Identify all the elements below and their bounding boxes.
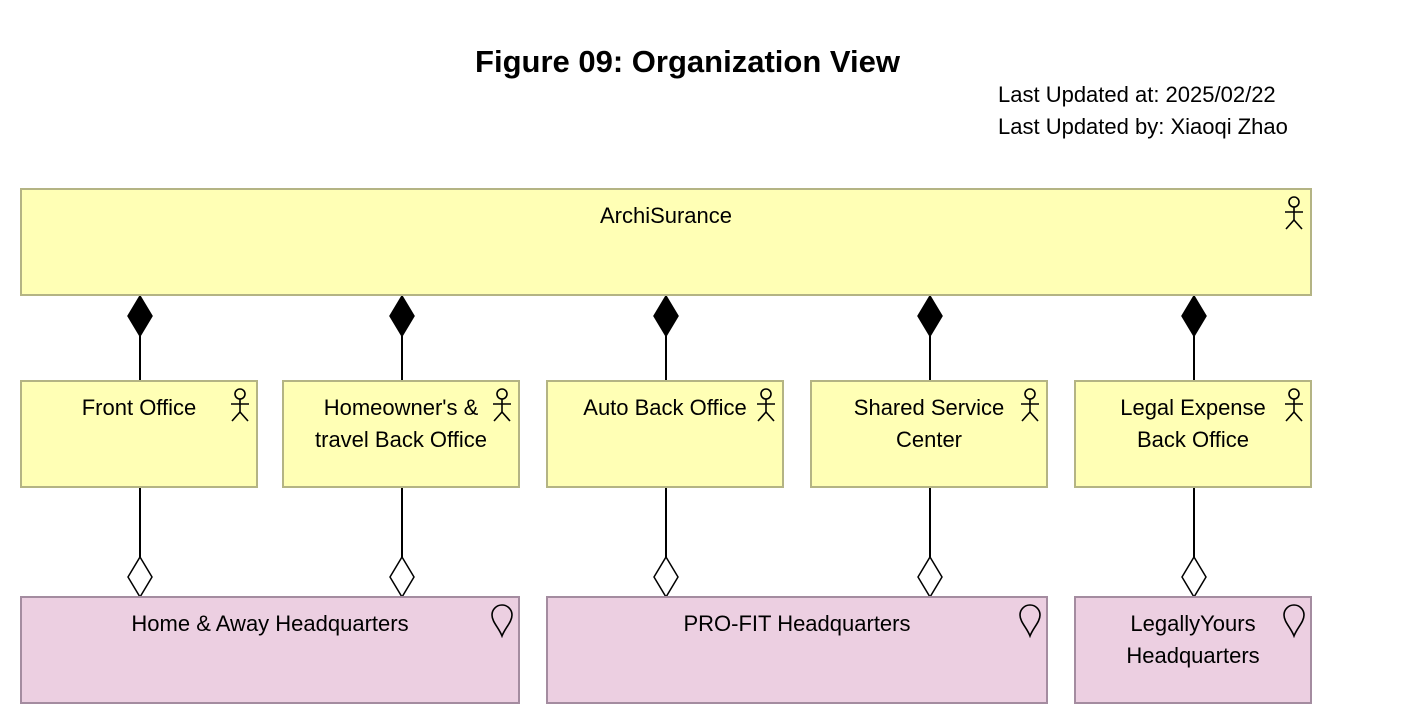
- actor-front-office[interactable]: Front Office: [20, 380, 258, 488]
- location-pin-icon: [1019, 604, 1041, 638]
- actor-label: Legal Expense Back Office: [1120, 395, 1266, 452]
- actor-icon: [757, 388, 775, 422]
- aggregation-connector-legal-expense[interactable]: [1181, 487, 1207, 599]
- actor-icon: [1021, 388, 1039, 422]
- actor-label: ArchiSurance: [599, 203, 733, 228]
- composition-diamond-icon: [127, 294, 153, 338]
- diagram-title: Figure 09: Organization View: [475, 44, 900, 79]
- aggregation-diamond-icon: [1181, 555, 1207, 599]
- actor-label: Front Office: [81, 395, 197, 420]
- aggregation-diamond-icon: [653, 555, 679, 599]
- composition-connector-front-office[interactable]: [127, 294, 153, 381]
- actor-legal-expense-back-office[interactable]: Legal Expense Back Office: [1074, 380, 1312, 488]
- aggregation-connector-homeowners-office[interactable]: [389, 487, 415, 599]
- actor-icon: [231, 388, 249, 422]
- composition-connector-shared-service[interactable]: [917, 294, 943, 381]
- composition-connector-homeowners-office[interactable]: [389, 294, 415, 381]
- composition-diamond-icon: [917, 294, 943, 338]
- actor-homeowners-travel-back-office[interactable]: Homeowner's & travel Back Office: [282, 380, 520, 488]
- aggregation-connector-front-office[interactable]: [127, 487, 153, 599]
- location-home-away-headquarters[interactable]: Home & Away Headquarters: [20, 596, 520, 704]
- location-label: LegallyYours Headquarters: [1126, 611, 1260, 668]
- location-pro-fit-headquarters[interactable]: PRO-FIT Headquarters: [546, 596, 1048, 704]
- actor-shared-service-center[interactable]: Shared Service Center: [810, 380, 1048, 488]
- actor-label: Homeowner's & travel Back Office: [315, 395, 487, 452]
- last-updated-author: Last Updated by: Xiaoqi Zhao: [998, 114, 1288, 139]
- last-updated-date: Last Updated at: 2025/02/22: [998, 82, 1276, 107]
- actor-icon: [493, 388, 511, 422]
- composition-connector-auto-office[interactable]: [653, 294, 679, 381]
- aggregation-connector-shared-service[interactable]: [917, 487, 943, 599]
- actor-icon: [1285, 196, 1303, 230]
- location-label: Home & Away Headquarters: [131, 611, 409, 636]
- aggregation-diamond-icon: [127, 555, 153, 599]
- location-label: PRO-FIT Headquarters: [683, 611, 911, 636]
- actor-archisurance[interactable]: ArchiSurance: [20, 188, 1312, 296]
- location-legallyyours-headquarters[interactable]: LegallyYours Headquarters: [1074, 596, 1312, 704]
- aggregation-diamond-icon: [389, 555, 415, 599]
- aggregation-connector-auto-office[interactable]: [653, 487, 679, 599]
- composition-diamond-icon: [1181, 294, 1207, 338]
- composition-diamond-icon: [389, 294, 415, 338]
- composition-diamond-icon: [653, 294, 679, 338]
- composition-connector-legal-expense[interactable]: [1181, 294, 1207, 381]
- location-pin-icon: [1283, 604, 1305, 638]
- actor-icon: [1285, 388, 1303, 422]
- actor-label: Shared Service Center: [853, 395, 1005, 452]
- actor-auto-back-office[interactable]: Auto Back Office: [546, 380, 784, 488]
- aggregation-diamond-icon: [917, 555, 943, 599]
- actor-label: Auto Back Office: [583, 395, 747, 420]
- location-pin-icon: [491, 604, 513, 638]
